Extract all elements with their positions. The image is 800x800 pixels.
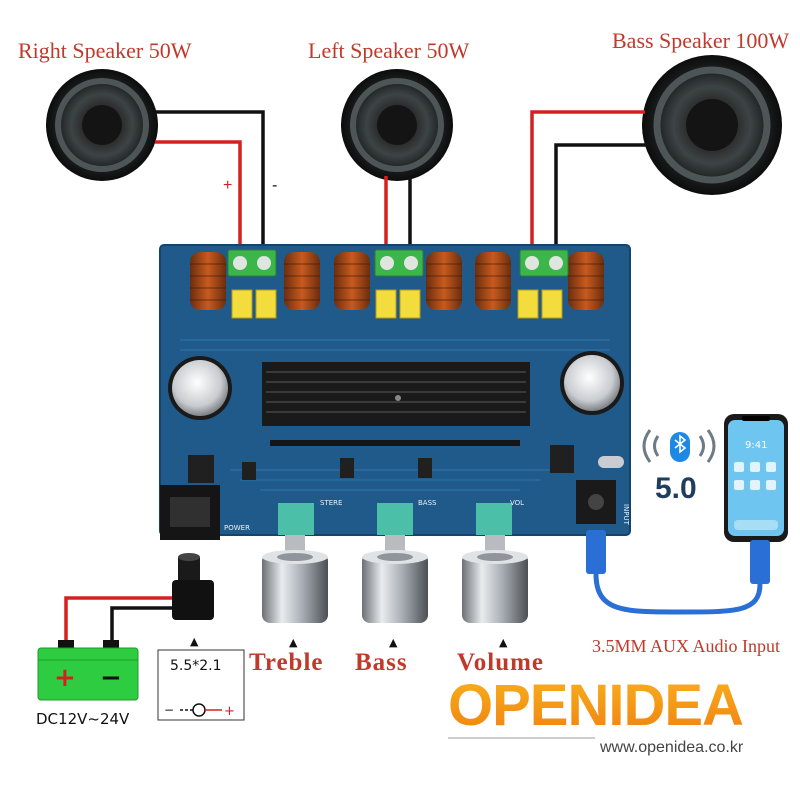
silk-stere: STERE: [320, 499, 342, 507]
amplifier-board: STERE BASS VOL POWER INPUT: [159, 244, 631, 540]
aux-cable: [586, 530, 770, 615]
silk-vol: VOL: [510, 499, 524, 507]
phone: [724, 414, 788, 542]
bluetooth-version: 5.0: [655, 472, 697, 505]
bass-knob: [362, 535, 428, 623]
volume-label: Volume: [457, 649, 544, 676]
battery-plus: +: [54, 663, 76, 693]
jack-size: 5.5*2.1: [170, 658, 222, 674]
bass-speaker-label: Bass Speaker 100W: [612, 28, 789, 53]
battery-minus: −: [100, 663, 122, 693]
heatsink: [262, 362, 530, 426]
treble-label: Treble: [249, 649, 324, 676]
volume-knob: [462, 535, 528, 623]
bass-arrow: ▲: [389, 636, 398, 649]
voltage-range: DC12V~24V: [36, 710, 130, 728]
phone-time: 9:41: [745, 440, 767, 451]
silk-bass: BASS: [418, 499, 437, 507]
watermark-url: www.openidea.co.kr: [599, 739, 744, 756]
volume-arrow: ▲: [499, 636, 508, 649]
right-speaker-label: Right Speaker 50W: [18, 38, 192, 63]
polarity-minus: -: [272, 177, 277, 194]
power-wires: [64, 596, 172, 645]
treble-knob: [262, 535, 328, 623]
polarity-plus: +: [223, 177, 232, 194]
dc-plug: [172, 553, 214, 620]
left-speaker-label: Left Speaker 50W: [308, 38, 469, 63]
silk-power: POWER: [224, 524, 250, 532]
left-speaker: [341, 69, 453, 181]
jack-neg: −: [164, 703, 174, 717]
jack-arrow: ▲: [190, 635, 199, 648]
bass-label: Bass: [355, 649, 408, 676]
watermark-brand: OPENIDEA: [448, 673, 743, 738]
battery: [37, 640, 139, 701]
openidea-logo: OPENIDEA www.openidea.co.kr: [448, 673, 744, 756]
aux-label: 3.5MM AUX Audio Input: [592, 636, 780, 656]
jack-spec-box: [157, 649, 245, 721]
bass-speaker: [642, 55, 782, 195]
right-speaker: [46, 69, 158, 181]
bluetooth-icon: [642, 429, 716, 463]
jack-pos: +: [224, 704, 235, 719]
silk-input: INPUT: [622, 504, 630, 526]
treble-arrow: ▲: [289, 636, 298, 649]
